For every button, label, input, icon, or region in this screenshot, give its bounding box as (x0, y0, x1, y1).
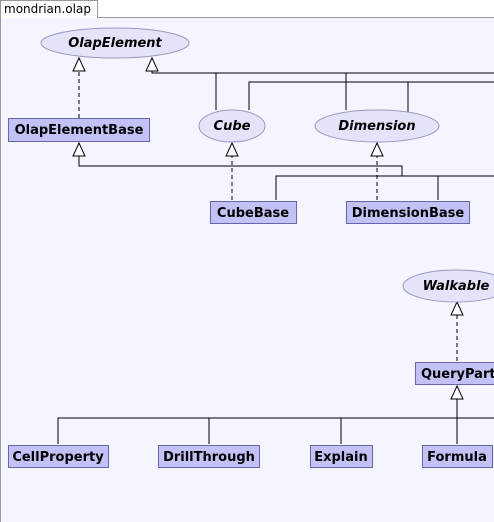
arrowheads (72, 56, 464, 400)
interface-dimension[interactable]: Dimension (314, 109, 440, 143)
edge-base-bus (275, 175, 494, 200)
edge-bus-to-querypart (57, 417, 494, 444)
class-formula-label: Formula (427, 450, 487, 465)
class-drillthrough-label: DrillThrough (163, 450, 255, 465)
arrowhead-querypart (450, 384, 464, 400)
class-cellproperty[interactable]: CellProperty (8, 445, 109, 468)
package-tab[interactable]: mondrian.olap (0, 0, 98, 18)
class-cubebase[interactable]: CubeBase (210, 201, 297, 224)
class-dimensionbase[interactable]: DimensionBase (346, 201, 470, 224)
edge-bus-to-olapelement (151, 70, 494, 74)
class-formula[interactable]: Formula (422, 445, 493, 468)
arrowhead-olapelement-left (72, 56, 86, 72)
interface-dimension-label: Dimension (338, 119, 415, 134)
interface-cube-label: Cube (214, 119, 251, 134)
class-explain[interactable]: Explain (310, 445, 373, 468)
interface-olapelement[interactable]: OlapElement (40, 27, 190, 59)
interface-cube[interactable]: Cube (198, 109, 266, 143)
class-olapelementbase-label: OlapElementBase (15, 123, 144, 138)
arrowhead-dimension (370, 141, 384, 157)
class-cubebase-label: CubeBase (217, 206, 289, 221)
class-drillthrough[interactable]: DrillThrough (158, 445, 260, 468)
interface-walkable-label: Walkable (423, 279, 490, 294)
class-querypart[interactable]: QueryPart (415, 362, 494, 385)
class-querypart-label: QueryPart (421, 367, 494, 382)
interface-olapelement-label: OlapElement (68, 36, 162, 51)
class-explain-label: Explain (314, 450, 368, 465)
class-cellproperty-label: CellProperty (12, 450, 104, 465)
edge-bus-to-olapelementbase (78, 156, 403, 176)
arrowhead-olapelementbase (72, 141, 86, 157)
class-olapelementbase[interactable]: OlapElementBase (8, 118, 150, 142)
diagram-canvas (0, 17, 494, 522)
interface-walkable[interactable]: Walkable (402, 269, 494, 303)
class-dimensionbase-label: DimensionBase (352, 206, 465, 221)
edge-secondary-bus (248, 81, 494, 110)
arrowhead-walkable (450, 300, 464, 316)
arrowhead-cube (225, 141, 239, 157)
arrowhead-olapelement-right (145, 56, 159, 72)
